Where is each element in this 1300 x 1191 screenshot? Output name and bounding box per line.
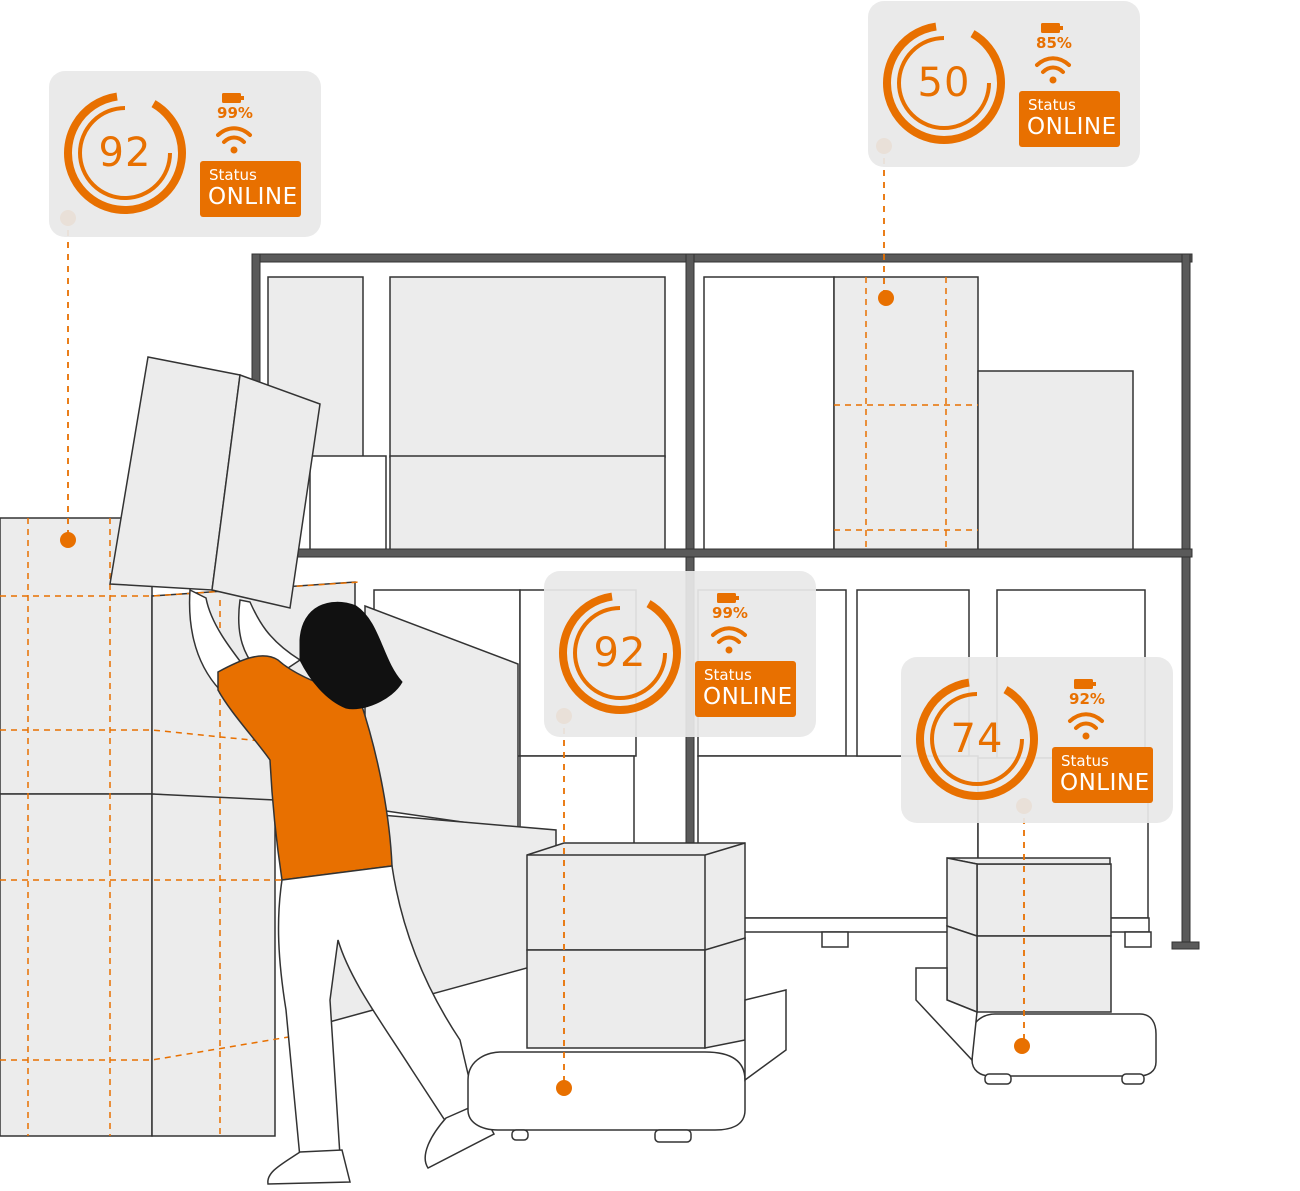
score-value: 50 bbox=[917, 60, 971, 106]
score-value: 92 bbox=[98, 130, 152, 176]
device-card-top-right[interactable]: 50 85% Status ONLINE bbox=[868, 1, 1140, 167]
status-badge: Status ONLINE bbox=[695, 661, 796, 717]
score-value: 92 bbox=[593, 630, 647, 676]
score-ring-icon bbox=[559, 592, 681, 714]
status-value: ONLINE bbox=[1027, 114, 1117, 140]
robot-center bbox=[467, 842, 787, 1143]
score-ring-icon bbox=[916, 678, 1038, 800]
device-card-top-left[interactable]: 92 99% Status ONLINE bbox=[49, 71, 321, 237]
connector-lines bbox=[67, 146, 1025, 1088]
battery-icon bbox=[1041, 23, 1063, 33]
status-badge: Status ONLINE bbox=[200, 161, 301, 217]
device-card-center[interactable]: 92 99% Status ONLINE bbox=[544, 571, 816, 737]
score-ring-icon bbox=[64, 92, 186, 214]
status-value: ONLINE bbox=[703, 684, 793, 710]
battery-icon bbox=[222, 93, 244, 103]
battery-level: 99% bbox=[712, 604, 748, 622]
battery-icon bbox=[717, 593, 739, 603]
status-badge: Status ONLINE bbox=[1052, 747, 1153, 803]
worker-figure bbox=[109, 356, 496, 1185]
robot-right bbox=[915, 857, 1157, 1085]
wifi-icon bbox=[1035, 56, 1071, 84]
status-label: Status bbox=[1028, 96, 1076, 114]
device-card-right[interactable]: 74 92% Status ONLINE bbox=[901, 657, 1173, 823]
status-label: Status bbox=[1061, 752, 1109, 770]
wifi-icon bbox=[1068, 712, 1104, 740]
battery-level: 85% bbox=[1036, 34, 1072, 52]
score-value: 74 bbox=[950, 716, 1004, 762]
status-value: ONLINE bbox=[208, 184, 298, 210]
wifi-icon bbox=[711, 626, 747, 654]
status-badge: Status ONLINE bbox=[1019, 91, 1120, 147]
wifi-icon bbox=[216, 126, 252, 154]
battery-level: 99% bbox=[217, 104, 253, 122]
status-value: ONLINE bbox=[1060, 770, 1150, 796]
battery-level: 92% bbox=[1069, 690, 1105, 708]
shelving-unit bbox=[251, 253, 1200, 950]
status-label: Status bbox=[209, 166, 257, 184]
score-ring-icon bbox=[883, 22, 1005, 144]
battery-icon bbox=[1074, 679, 1096, 689]
status-label: Status bbox=[704, 666, 752, 684]
